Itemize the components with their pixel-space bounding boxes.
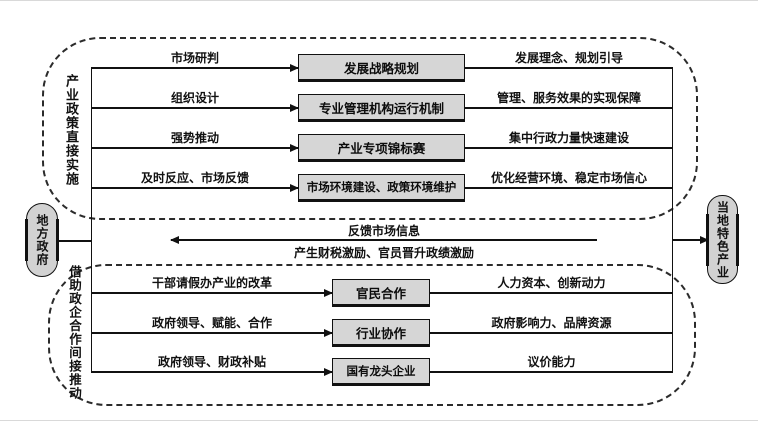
flow-row: 组织设计 专业管理机构运行机制 管理、服务效果的实现保障: [0, 91, 758, 122]
arrow-right-icon: [290, 183, 299, 192]
process-box: 发展战略规划: [298, 54, 465, 82]
row-output-line: [430, 371, 673, 373]
arrow-left-icon: [170, 236, 179, 245]
row-right-label: 管理、服务效果的实现保障: [496, 91, 641, 105]
process-box: 官民合作: [332, 279, 430, 307]
left-node-connector-line: [57, 240, 92, 242]
row-output-line: [465, 67, 673, 69]
bottom-dashed-enclosure: [48, 264, 696, 406]
row-left-label: 强势推动: [170, 131, 219, 145]
arrow-right-icon: [324, 367, 333, 376]
local-government-node: 地方政府: [25, 203, 59, 277]
process-box: 产业专项锦标赛: [298, 134, 465, 162]
row-arrow-line: [92, 63, 299, 72]
arrow-right-icon: [290, 63, 299, 72]
top-dashed-enclosure: [42, 37, 698, 220]
flow-row: 政府领导、财政补贴 国有龙头企业 议价能力: [0, 355, 758, 386]
arrow-right-icon: [290, 103, 299, 112]
flow-row: 政府领导、赋能、合作 行业协作 政府影响力、品牌资源: [0, 316, 758, 347]
arrow-right-icon: [324, 288, 333, 297]
row-output-line: [465, 147, 673, 149]
row-right-label: 议价能力: [527, 355, 576, 369]
row-arrow-line: [92, 143, 299, 152]
flow-row: 及时反应、市场反馈 市场环境建设、政策环境维护 优化经营环境、稳定市场信心: [0, 171, 758, 202]
row-arrow-line: [92, 103, 299, 112]
flow-row: 市场研判 发展战略规划 发展理念、规划引导: [0, 51, 758, 82]
feedback-bottom-label: 产生财税激励、官员晋升政绩激励: [293, 246, 474, 260]
process-box: 专业管理机构运行机制: [298, 94, 465, 122]
process-box: 行业协作: [332, 319, 430, 347]
row-arrow-line: [92, 367, 333, 376]
feedback-arrow: [170, 236, 597, 245]
row-right-label: 发展理念、规划引导: [514, 51, 623, 65]
row-left-label: 及时反应、市场反馈: [140, 171, 249, 185]
local-government-label: 地方政府: [35, 214, 49, 266]
row-left-label: 干部请假办产业的改革: [151, 276, 272, 290]
arrow-right-icon: [700, 235, 709, 244]
row-output-line: [465, 187, 673, 189]
flow-row: 干部请假办产业的改革 官民合作 人力资本、创新动力: [0, 276, 758, 307]
local-industry-label: 当地特色产业: [715, 200, 730, 279]
row-left-label: 市场研判: [170, 51, 219, 65]
row-left-label: 政府领导、赋能、合作: [151, 316, 272, 330]
row-right-label: 政府影响力、品牌资源: [491, 316, 612, 330]
process-box: 国有龙头企业: [332, 358, 430, 386]
row-output-line: [465, 107, 673, 109]
row-arrow-line: [92, 183, 299, 192]
node-side-bar: [736, 213, 739, 266]
row-right-label: 人力资本、创新动力: [497, 276, 606, 290]
row-right-label: 优化经营环境、稳定市场信心: [490, 171, 647, 185]
node-side-bar: [25, 219, 28, 261]
feedback-top-label: 反馈市场信息: [347, 224, 420, 238]
right-bus-line: [672, 67, 673, 373]
arrow-right-icon: [324, 328, 333, 337]
row-right-label: 集中行政力量快速建设: [508, 131, 629, 145]
top-section-side-label: 产业政策直接实施: [63, 74, 78, 186]
right-node-arrow: [672, 235, 709, 244]
flow-row: 强势推动 产业专项锦标赛 集中行政力量快速建设: [0, 131, 758, 162]
row-output-line: [430, 332, 673, 334]
row-arrow-line: [92, 288, 333, 297]
row-left-label: 组织设计: [170, 91, 219, 105]
left-bus-line: [91, 67, 92, 373]
process-box: 市场环境建设、政策环境维护: [298, 174, 465, 202]
row-left-label: 政府领导、财政补贴: [157, 355, 266, 369]
row-output-line: [430, 292, 673, 294]
bottom-section-side-label: 借助政企合作间接推动: [67, 264, 82, 400]
row-arrow-line: [92, 328, 333, 337]
arrow-right-icon: [290, 143, 299, 152]
local-industry-node: 当地特色产业: [706, 195, 739, 284]
